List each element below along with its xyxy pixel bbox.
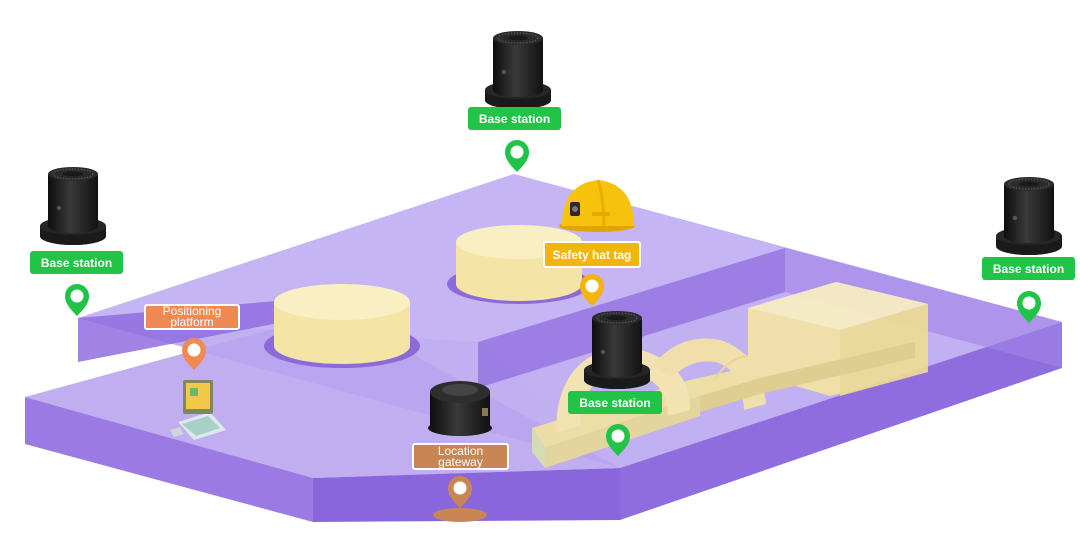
safety-helmet xyxy=(559,179,635,232)
safety-hat-tag-label: Safety hat tag xyxy=(543,241,641,268)
base-station-left-label: Base station xyxy=(30,251,123,274)
location-gateway-device xyxy=(428,381,492,436)
gateway-pin-shadow xyxy=(433,508,487,522)
base-station-center-label: Base station xyxy=(568,391,662,414)
base-station-center-device xyxy=(583,310,651,390)
location-pin-icon xyxy=(505,140,529,172)
storage-tank-left xyxy=(264,284,420,368)
base-station-right-label: Base station xyxy=(982,257,1075,280)
location-gateway-label: Location gateway xyxy=(412,443,509,470)
positioning-platform-label: Positioning platform xyxy=(144,304,240,330)
computer-terminal xyxy=(170,380,226,440)
base-station-left-device xyxy=(39,166,107,246)
location-pin-icon xyxy=(65,284,89,316)
base-station-top-label: Base station xyxy=(468,107,561,130)
base-station-top-device xyxy=(484,30,552,110)
base-station-right-device xyxy=(995,176,1063,256)
